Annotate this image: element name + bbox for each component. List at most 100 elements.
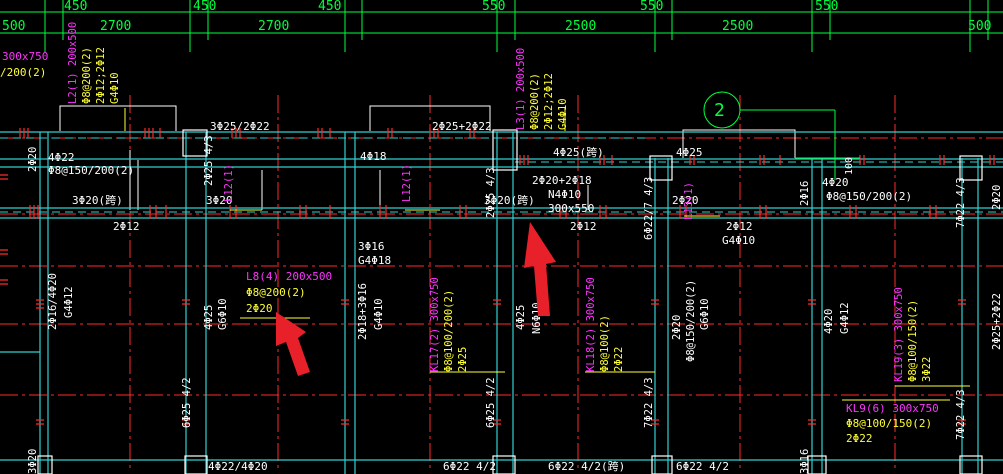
beam-callouts: L8(4) 200x500 Φ8@200(2) 2Φ20 KL9(6) 300x… — [0, 50, 939, 445]
note-top2: 2Φ25+2Φ22 — [432, 120, 492, 133]
left-partial-1: 300x750 — [2, 50, 48, 63]
vert-aa: 3Φ20 — [27, 449, 39, 474]
dim-top-3: 450 — [318, 0, 341, 14]
vert-t2: Φ8@100/150(2) — [907, 300, 919, 382]
note-c1: 4Φ18 — [360, 150, 387, 163]
note-top1: 3Φ25/2Φ22 — [210, 120, 270, 133]
vert-ae: 3Φ16 — [799, 449, 811, 474]
dimension-lines — [0, 0, 1003, 52]
vert-w: 6Φ25 4/2 — [181, 377, 193, 428]
vert-k3: 2Φ25 — [457, 347, 469, 372]
dim-top-4: 550 — [482, 0, 505, 14]
l3-bars: 2Φ12;2Φ12 — [543, 73, 555, 130]
vert-v: 2Φ25+2Φ22 — [991, 293, 1003, 350]
note-left3: 2Φ20 — [27, 147, 39, 172]
left-partial-2: /200(2) — [0, 66, 46, 79]
l8-stirrup: Φ8@200(2) — [246, 286, 306, 299]
note-r2: Φ8@150/200(2) — [826, 190, 912, 203]
vert-d: 4Φ25 — [203, 305, 215, 330]
column-1 — [182, 129, 208, 157]
note-b2: 3Φ16 — [358, 240, 385, 253]
l2-bars: 2Φ12;2Φ12 — [95, 47, 107, 104]
vert-l: KL18(2) 300x750 — [585, 277, 597, 372]
label-underlines — [124, 108, 970, 401]
kl9-stirrup: Φ8@100/150(2) — [846, 417, 932, 430]
vert-i: 4Φ25 — [515, 305, 527, 330]
note-bot2: 6Φ22 4/2 — [443, 460, 496, 473]
vert-q: 2Φ16 — [799, 181, 811, 206]
vertical-labels: L2(1) 200x500 Φ8@200(2) 2Φ12;2Φ12 G4Φ10 … — [27, 22, 1003, 474]
vert-z: 7Φ22 4/3 — [955, 389, 967, 440]
column-3 — [649, 155, 673, 181]
columns — [37, 129, 983, 474]
dim-mid-1: 500 — [2, 19, 25, 34]
column-8 — [651, 455, 673, 474]
dim-top-2: 450 — [193, 0, 216, 14]
vert-y: 7Φ22 4/3 — [643, 377, 655, 428]
vert-b: G4Φ12 — [63, 286, 75, 318]
note-r1: 4Φ20 — [822, 176, 849, 189]
white-outlines — [59, 105, 796, 210]
vert-r: 4Φ20 — [823, 309, 835, 334]
note-n-c: 300x550 — [548, 202, 594, 215]
note-b6: G4Φ10 — [722, 234, 755, 247]
vert-l12b: L12(1) — [401, 164, 413, 202]
note-bot1: 4Φ22/4Φ20 — [208, 460, 268, 473]
column-2 — [492, 129, 518, 171]
note-ten: 100 — [844, 157, 855, 175]
vert-h: 2Φ25 4/3 — [485, 167, 497, 218]
note-row2-d: 2Φ20 — [672, 194, 699, 207]
column-5 — [37, 455, 53, 474]
leader-lines — [703, 91, 860, 180]
note-top4: 4Φ25 — [676, 146, 703, 159]
dim-mid-6: 500 — [968, 19, 991, 34]
vert-e: G6Φ10 — [217, 298, 229, 330]
dim-mid-2: 2700 — [100, 19, 131, 34]
vert-n: 2Φ20 — [671, 315, 683, 340]
dimension-text: 450 450 450 550 550 550 500 2700 2700 25… — [2, 0, 991, 34]
vert-f: 2Φ18+3Φ16 — [357, 283, 369, 340]
annotation-arrows — [276, 222, 556, 376]
vert-l13: L13(1) — [683, 182, 695, 220]
note-bot4: 6Φ22 4/2 — [676, 460, 729, 473]
column-9 — [807, 455, 827, 474]
vert-a: 2Φ16/4Φ20 — [47, 273, 59, 330]
dim-top-6: 550 — [815, 0, 838, 14]
l2-g: G4Φ10 — [109, 72, 121, 104]
note-row2-a: 3Φ20(跨) — [72, 194, 123, 207]
note-n-b: N4Φ10 — [548, 188, 581, 201]
vert-c: 2Φ25 4/3 — [203, 135, 215, 186]
kl9-label: KL9(6) 300x750 — [846, 402, 939, 415]
l2-label: L2(1) 200x500 — [67, 22, 79, 104]
vert-p: G6Φ10 — [699, 298, 711, 330]
vert-k: KL17(2) 300x750 — [429, 277, 441, 372]
vert-k2: Φ8@100/200(2) — [443, 290, 455, 372]
dim-mid-4: 2500 — [565, 19, 596, 34]
vert-l2: Φ8@100(2) — [599, 315, 611, 372]
dim-top-5: 550 — [640, 0, 663, 14]
column-4 — [959, 155, 983, 181]
dim-mid-3: 2700 — [258, 19, 289, 34]
note-bot3: 6Φ22 4/2(跨) — [548, 460, 625, 473]
dim-top-1: 450 — [64, 0, 87, 14]
axis-bubble-label: 2 — [714, 100, 725, 121]
note-left1: 4Φ22 — [48, 151, 75, 164]
beam-lines — [0, 131, 1003, 474]
l8-bars: 2Φ20 — [246, 302, 273, 315]
vert-t: KL19(3) 300x750 — [893, 287, 905, 382]
l3-stirrup: Φ8@200(2) — [529, 73, 541, 130]
kl9-bars: 2Φ22 — [846, 432, 873, 445]
vert-s: G4Φ12 — [839, 302, 851, 334]
vert-x: 6Φ25 4/2 — [485, 377, 497, 428]
beam-dashed — [0, 137, 1003, 213]
column-10 — [959, 455, 983, 474]
note-row2-c: 3Φ20(跨) — [484, 194, 535, 207]
l2-stirrup: Φ8@200(2) — [81, 47, 93, 104]
note-row2-b: 3Φ20 — [206, 194, 233, 207]
vert-g: G4Φ10 — [373, 298, 385, 330]
note-b3: G4Φ18 — [358, 254, 391, 267]
note-b1: 2Φ12 — [113, 220, 140, 233]
vert-t3: 3Φ22 — [921, 357, 933, 382]
